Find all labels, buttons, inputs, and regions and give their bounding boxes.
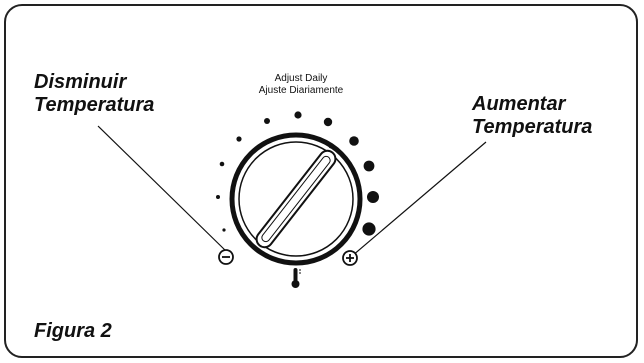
scale-dot <box>264 118 270 124</box>
plus-circle-icon <box>342 250 358 266</box>
figure-caption: Figura 2 <box>34 320 112 342</box>
increase-label: Aumentar Temperatura <box>472 93 592 139</box>
figure-frame <box>4 4 638 358</box>
increase-label-line1: Aumentar <box>472 93 566 115</box>
scale-dot <box>323 117 333 127</box>
minus-circle-icon <box>218 249 234 265</box>
increase-leader-line <box>351 141 487 257</box>
scale-dot <box>363 160 375 172</box>
thermostat-knob[interactable] <box>229 132 363 266</box>
adjust-label-en: Adjust Daily <box>274 73 328 84</box>
scale-dot <box>236 136 242 142</box>
scale-dot <box>216 195 220 199</box>
scale-dot <box>222 228 226 232</box>
decrease-label: Disminuir Temperatura <box>34 71 154 117</box>
scale-dot <box>219 161 225 167</box>
increase-label-line2: Temperatura <box>472 116 593 138</box>
scale-dot <box>362 222 376 236</box>
knob-indicator <box>328 143 334 149</box>
temperature-scale-dots <box>216 111 379 236</box>
scale-dot <box>367 191 379 203</box>
adjust-label-es: Ajuste Diariamente <box>258 85 344 96</box>
scale-dot <box>349 136 359 146</box>
decrease-label-line2: Temperatura <box>34 94 155 116</box>
scale-dot <box>294 111 302 119</box>
decrease-label-line1: Disminuir <box>34 71 127 93</box>
adjust-daily-label: Adjust Daily Ajuste Diariamente <box>231 73 371 97</box>
thermometer-icon <box>291 268 301 288</box>
decrease-leader-line <box>97 125 228 253</box>
